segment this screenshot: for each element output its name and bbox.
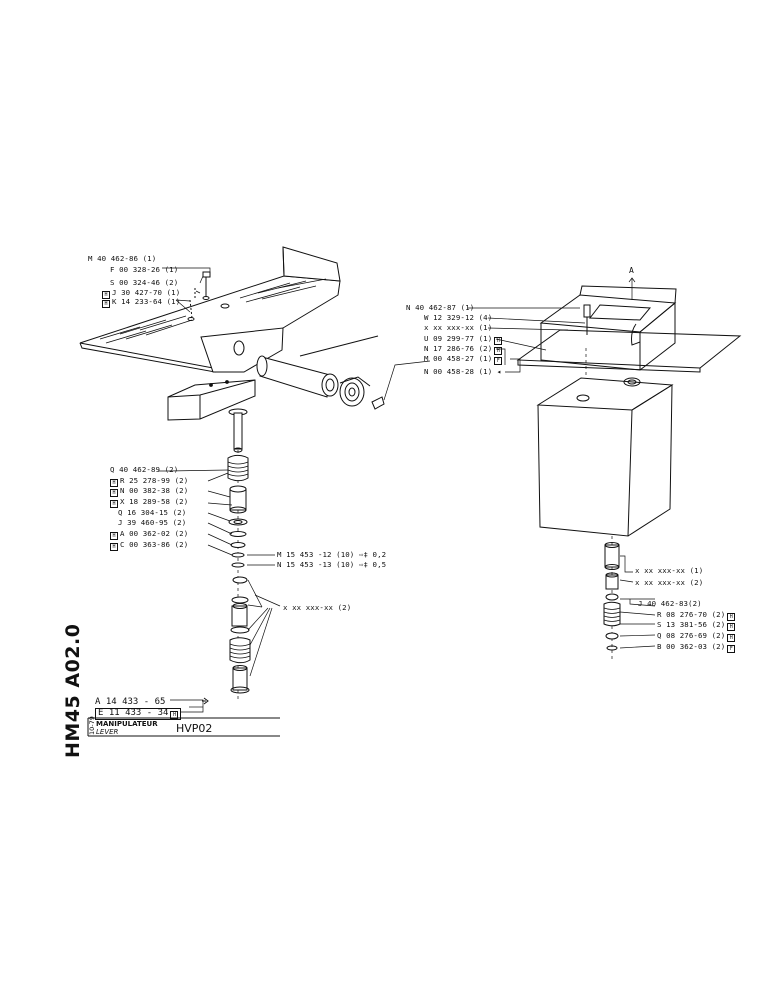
part-label: x xx xxx-xx (2) <box>283 603 352 612</box>
title-block-frame <box>87 697 280 737</box>
part-label: Q 16 304-15 (2) <box>118 508 187 517</box>
part-label: N 17 286-76 (2)H <box>424 344 503 355</box>
leader-lines-right <box>383 307 656 649</box>
part-label: M 00 458-27 (1)F <box>424 354 503 365</box>
square-marker-icon: H <box>727 634 736 642</box>
part-label: F 00 328-26 (1) <box>110 265 179 274</box>
spring-stack-left <box>227 408 251 700</box>
square-marker-icon: F <box>494 357 503 365</box>
reference-a: A 14 433 - 65 <box>95 697 166 707</box>
date-code: 10-79 <box>88 716 96 735</box>
leader-lines-left <box>158 267 281 713</box>
part-label: x xx xxx-xx (2) <box>635 578 704 587</box>
part-label: Q 08 276-69 (2)H <box>657 631 736 642</box>
housing-block <box>536 377 674 537</box>
square-marker-icon: H <box>170 711 179 719</box>
part-label: N 15 453 -13 (10) ⇨‡ 0,5 <box>277 560 387 569</box>
shim-value: 0,2 <box>372 550 387 559</box>
square-marker-icon: H <box>110 489 118 497</box>
square-marker-icon: H <box>494 347 503 355</box>
part-label: J 40 462-83(2) <box>638 599 702 608</box>
part-label: M 40 462-86 (1) <box>88 254 157 263</box>
part-name-english: LEVER <box>96 728 119 736</box>
part-label: U 09 299-77 (1)H <box>424 334 503 345</box>
square-marker-icon: H <box>727 623 736 631</box>
part-label: M 15 453 -12 (10) ⇨‡ 0,2 <box>277 550 387 559</box>
document-code: HM45 A02.0 <box>62 623 84 758</box>
view-marker: A <box>629 266 634 275</box>
part-label: B 00 362-03 (2)F <box>657 642 736 653</box>
shim-value: 0,5 <box>372 560 387 569</box>
part-label: Q 40 462-89 (2) <box>110 465 179 474</box>
part-label: x xx xxx-xx (1) <box>635 566 704 575</box>
part-label: W 12 329-12 (4) <box>424 313 493 322</box>
part-name-french: MANIPULATEUR <box>96 720 158 728</box>
part-label: x xx xxx-xx (1) <box>424 323 493 332</box>
part-label: R 08 276-70 (2)H <box>657 610 736 621</box>
square-marker-icon: H <box>102 291 110 299</box>
square-marker-icon: F <box>727 645 736 653</box>
part-label: N 00 458-28 (1) ◂ <box>424 367 502 376</box>
square-marker-icon: H <box>110 500 118 508</box>
square-marker-icon: H <box>110 479 118 487</box>
pivot-shaft <box>256 335 385 410</box>
square-marker-icon: H <box>110 532 118 540</box>
part-label: J 39 460-95 (2) <box>118 518 187 527</box>
square-marker-icon: H <box>102 300 110 308</box>
plunger-stack-right <box>603 536 621 660</box>
part-group-code: HVP02 <box>176 722 213 735</box>
part-label: N 40 462-87 (1) <box>406 303 475 312</box>
part-label: S 13 381-56 (2)H <box>657 620 736 631</box>
square-marker-icon: H <box>110 543 118 551</box>
square-marker-icon: H <box>494 337 503 345</box>
square-marker-icon: H <box>727 613 736 621</box>
pedal-fasteners <box>187 271 211 321</box>
housing-top <box>516 277 742 395</box>
pedal-block <box>167 379 256 421</box>
part-label: S 00 324-46 (2) <box>110 278 179 287</box>
